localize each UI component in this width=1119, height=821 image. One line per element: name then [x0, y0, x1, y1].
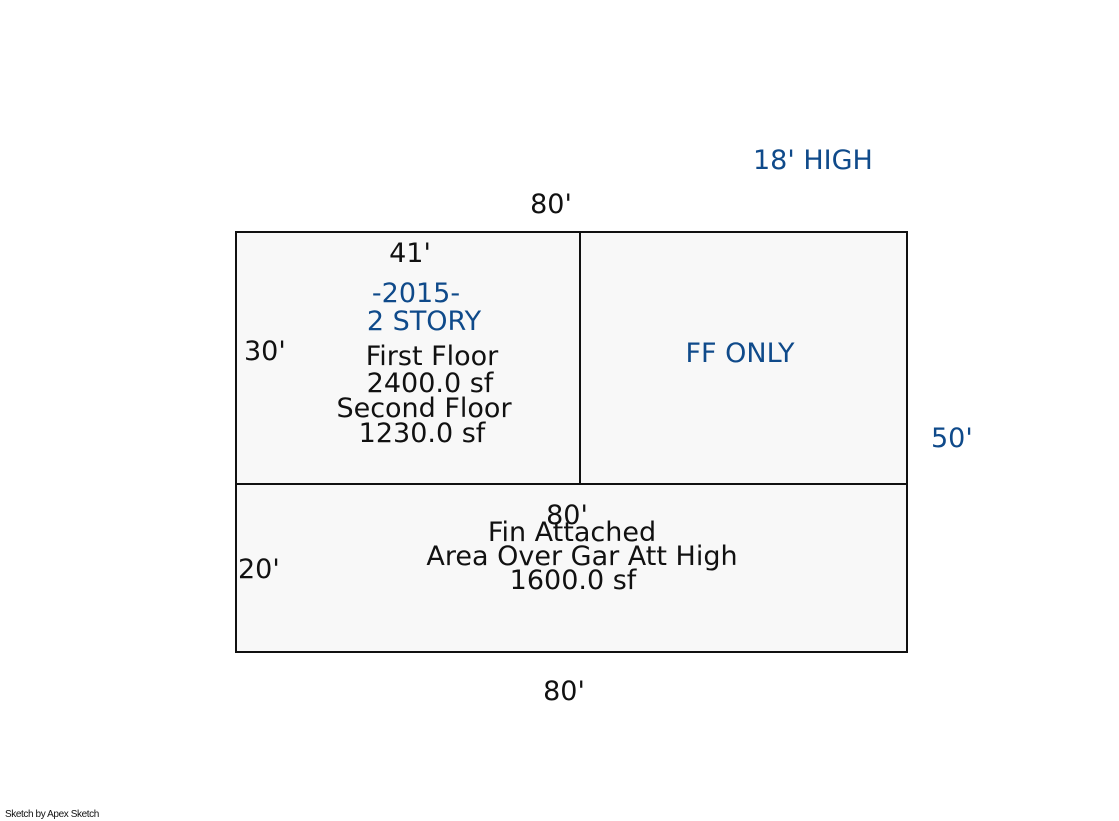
ff-only-label: FF ONLY — [685, 338, 795, 369]
garage-area: 1600.0 sf — [509, 565, 637, 596]
dimension-bottom-width: 80' — [543, 676, 585, 707]
outline-right — [906, 231, 908, 653]
dimension-upper-left-depth: 30' — [244, 336, 286, 367]
room-year-label: -2015- — [371, 278, 461, 309]
divider-vertical — [579, 231, 581, 485]
outline-left — [235, 231, 237, 653]
sketch-credit: Sketch by Apex Sketch — [5, 809, 99, 820]
dimension-top-width: 80' — [530, 189, 572, 220]
second-floor-area: 1230.0 sf — [358, 418, 486, 449]
outline-bottom — [235, 651, 908, 653]
height-note: 18' HIGH — [753, 145, 873, 176]
room-type-label: 2 STORY — [366, 306, 482, 337]
divider-horizontal — [235, 483, 908, 485]
dimension-upper-left-width: 41' — [389, 238, 431, 269]
outline-top — [235, 231, 908, 233]
room-garage — [236, 484, 907, 652]
first-floor-area: 2400.0 sf — [366, 368, 494, 399]
garage-label-line2: Area Over Gar Att High — [426, 541, 738, 572]
first-floor-label: First Floor — [365, 341, 499, 372]
dimension-lower-width: 80' — [546, 500, 588, 531]
second-floor-label: Second Floor — [336, 393, 512, 424]
room-ff-only — [580, 232, 907, 484]
room-two-story — [236, 232, 580, 484]
dimension-lower-depth: 20' — [238, 554, 280, 585]
dimension-right-depth: 50' — [931, 423, 973, 454]
garage-label-line1: Fin Attached — [487, 517, 657, 548]
